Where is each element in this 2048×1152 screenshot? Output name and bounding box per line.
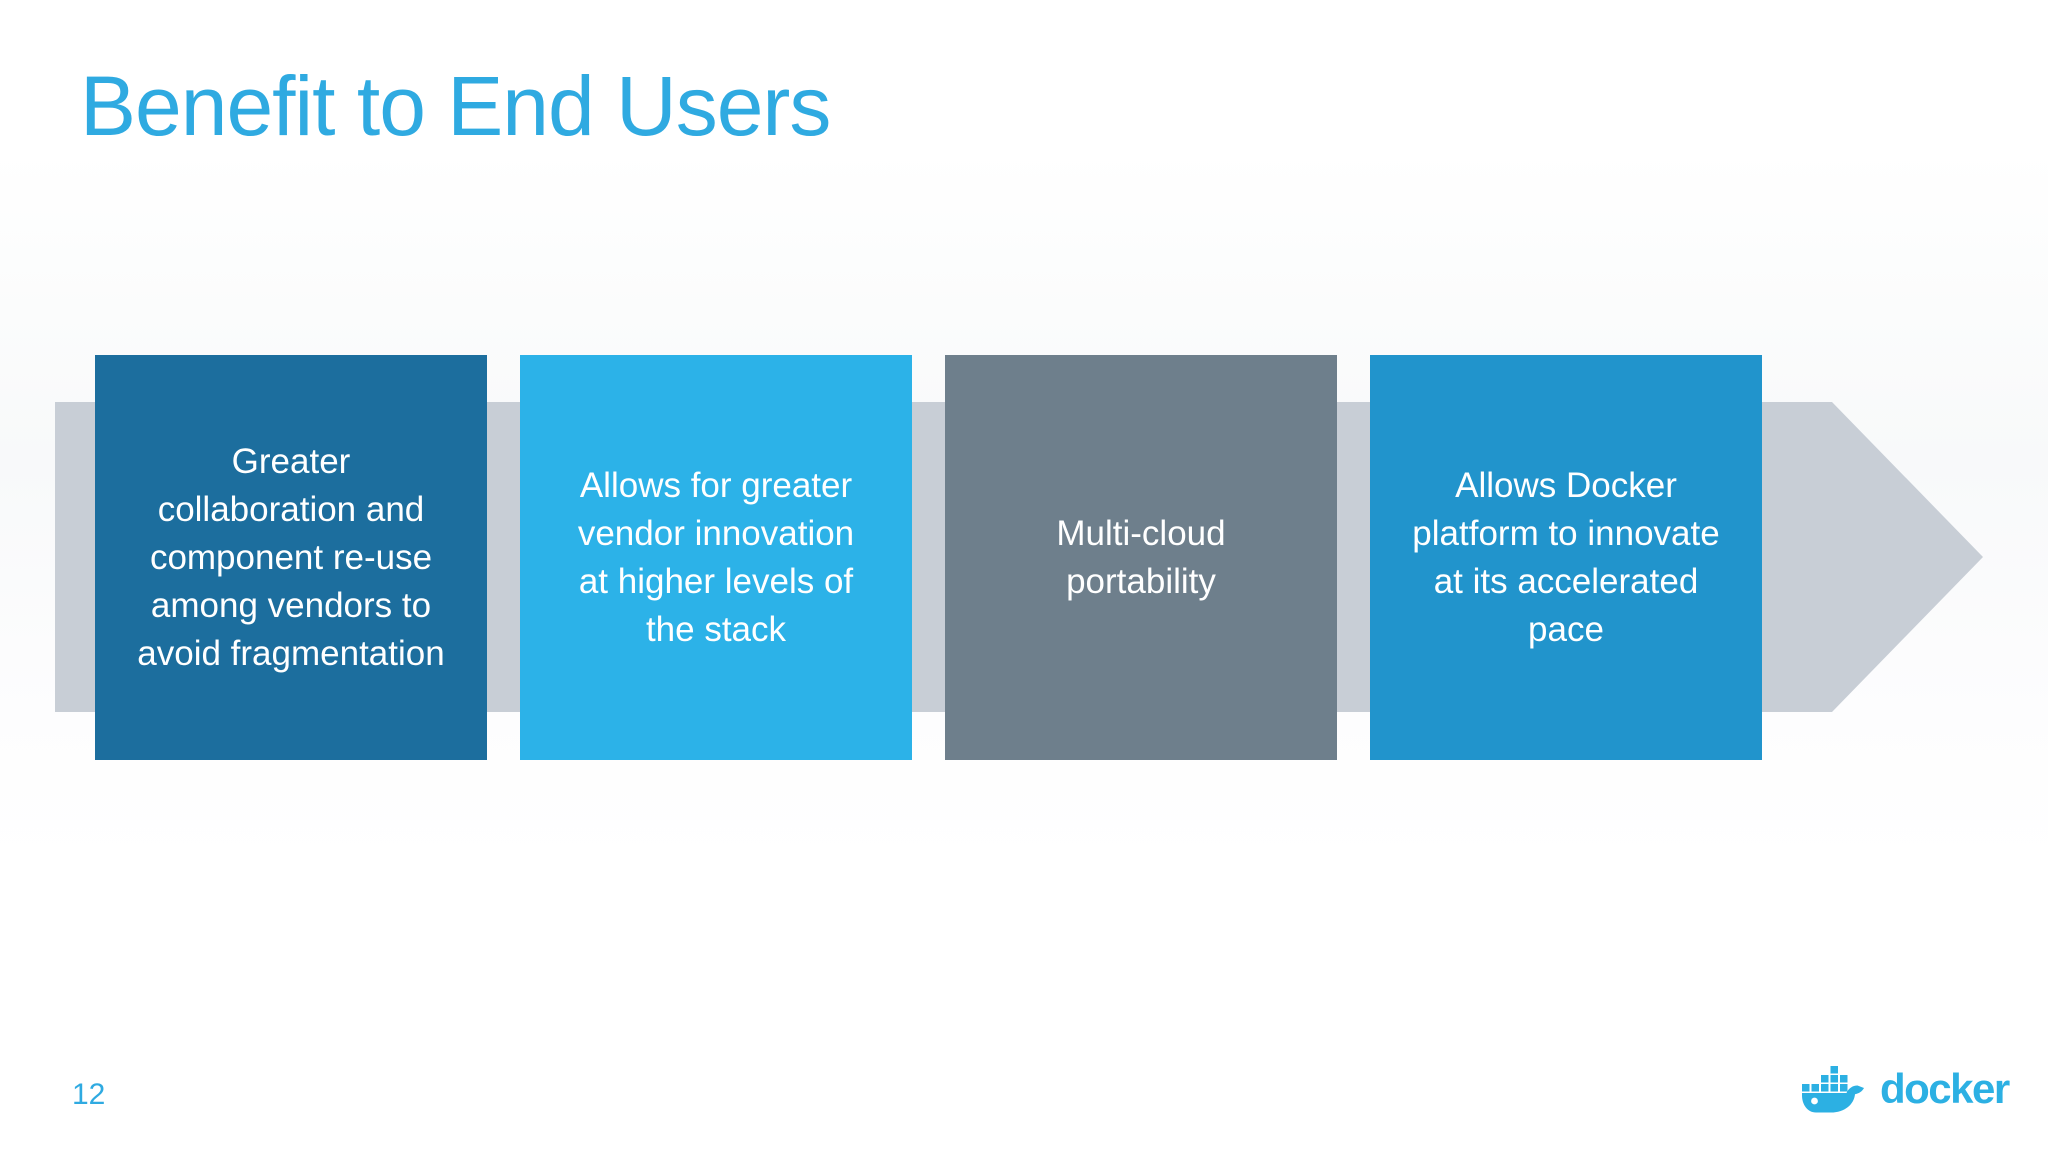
benefit-box-label: Multi-cloud portability <box>1056 513 1226 601</box>
benefit-box-vendor-innovation: Allows for greater vendor innovation at … <box>520 355 912 760</box>
benefit-box-label: Allows for greater vendor innovation at … <box>577 465 855 649</box>
page-number: 12 <box>72 1078 106 1111</box>
benefit-box-docker-platform: Allows Docker platform to innovate at it… <box>1370 355 1762 760</box>
benefit-box-multicloud: Multi-cloud portability <box>945 355 1337 760</box>
slide-title: Benefit to End Users <box>80 59 831 153</box>
docker-whale-icon <box>1802 1066 1864 1113</box>
benefit-box-collaboration: Greater collaboration and component re-u… <box>95 355 487 760</box>
benefit-box-label: Greater collaboration and component re-u… <box>137 441 445 673</box>
benefit-box-label: Allows Docker platform to innovate at it… <box>1412 465 1720 649</box>
docker-logo: docker <box>1800 1065 2010 1116</box>
docker-wordmark: docker <box>1880 1065 2010 1112</box>
